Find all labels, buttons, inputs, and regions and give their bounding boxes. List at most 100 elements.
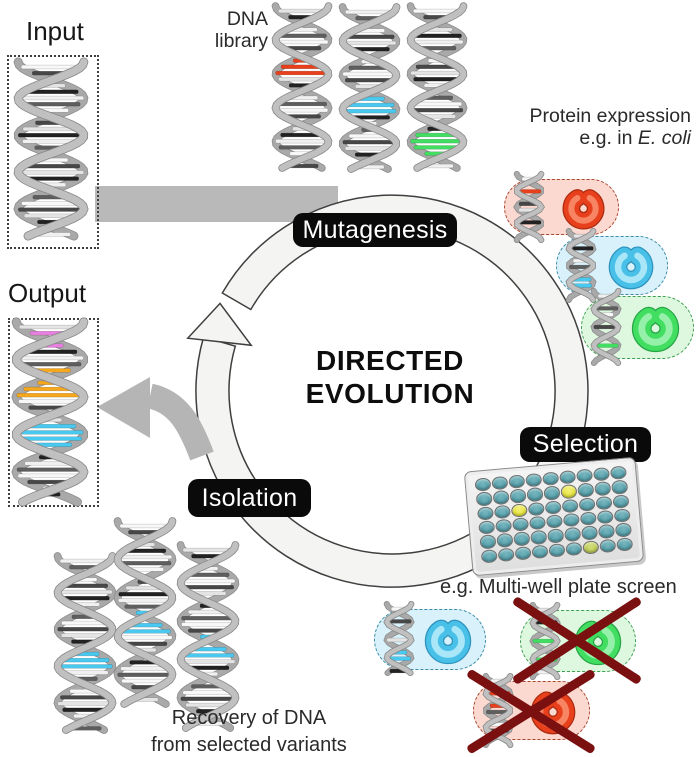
- plate-well: [610, 465, 627, 481]
- plate-well: [576, 468, 593, 484]
- protein-expression-line1: Protein expression: [529, 105, 691, 127]
- cycle-title: DIRECTED EVOLUTION: [252, 344, 528, 410]
- multiwell-plate-icon: [463, 456, 645, 577]
- plate-wells: [474, 465, 634, 564]
- output-arrow-tail: [146, 383, 214, 461]
- plate-well: [476, 505, 494, 521]
- plate-well: [513, 531, 531, 547]
- plate-well: [560, 484, 578, 499]
- dna-library-line2: library: [214, 30, 268, 52]
- plate-well: [611, 479, 629, 495]
- recovery-line2: from selected variants: [151, 734, 347, 756]
- species-name: E. coli: [637, 127, 691, 149]
- plate-well: [581, 525, 598, 541]
- input-label: Input: [26, 16, 84, 46]
- output-dna-helix: [11, 317, 89, 507]
- output-arrow-icon: [97, 377, 150, 438]
- library-helix-red: [271, 2, 333, 172]
- plate-well: [593, 467, 610, 482]
- output-box: [8, 318, 99, 507]
- input-dna-helix: [13, 57, 89, 241]
- plate-well: [547, 528, 565, 544]
- plate-well: [526, 487, 544, 502]
- protein-blob-icon: [630, 302, 681, 353]
- plate-well: [580, 511, 597, 526]
- recovery-caption: Recovery of DNA from selected variants: [120, 705, 378, 757]
- plate-well: [561, 498, 579, 514]
- plate-well: [563, 512, 580, 528]
- library-helix-green: [406, 2, 468, 172]
- plate-well: [564, 527, 582, 542]
- capsule-dna-helix: [513, 170, 545, 244]
- plate-well: [616, 536, 634, 552]
- cycle-step-mutagenesis: Mutagenesis: [293, 213, 457, 247]
- plate-well: [491, 475, 509, 491]
- plate-well: [543, 485, 561, 501]
- plate-well: [475, 491, 493, 507]
- output-label: Output: [8, 278, 87, 308]
- protein-blob-icon: [423, 615, 473, 665]
- cycle-title-line1: DIRECTED: [316, 345, 464, 376]
- plate-well: [525, 472, 543, 488]
- plate-well: [542, 471, 560, 487]
- plate-well: [531, 544, 549, 559]
- plate-well: [530, 530, 548, 545]
- plate-well: [595, 495, 613, 511]
- plate-well: [559, 470, 577, 485]
- plate-well: [548, 542, 566, 558]
- plate-well: [493, 504, 511, 520]
- cycle-title-line2: EVOLUTION: [305, 378, 475, 409]
- protein-expression-caption: Protein expression e.g. in E. coli: [494, 105, 691, 149]
- recovered-helix-1: [53, 552, 117, 734]
- plate-well: [510, 503, 528, 518]
- plate-well: [578, 497, 596, 512]
- plate-caption: e.g. Multi-well plate screen: [440, 576, 677, 598]
- cell-capsule-blue-selected: [374, 600, 486, 677]
- plate-well: [598, 524, 615, 539]
- recovery-line1: Recovery of DNA: [171, 707, 327, 729]
- plate-well: [474, 477, 492, 493]
- protein-blob-icon: [561, 185, 606, 230]
- plate-well: [527, 501, 545, 517]
- plate-well: [509, 488, 527, 504]
- library-helix-blue: [338, 3, 401, 173]
- plate-well: [594, 481, 612, 496]
- plate-well: [599, 538, 617, 554]
- input-box: [7, 55, 99, 249]
- cell-capsule-red-expressed: [504, 170, 619, 244]
- cell-capsule-green-expressed: [581, 287, 694, 367]
- recovered-helix-3: [176, 541, 240, 732]
- plate-well: [480, 548, 498, 564]
- cycle-ring: [195, 194, 589, 588]
- dna-library-caption: DNA library: [198, 8, 268, 52]
- plate-well: [492, 490, 510, 505]
- plate-well: [577, 482, 595, 498]
- plate-well: [615, 522, 632, 538]
- plate-well: [478, 520, 495, 535]
- plate-well: [565, 541, 583, 557]
- plate-well: [529, 515, 546, 531]
- plate-well: [544, 500, 562, 515]
- protein-expression-line2: e.g. in E. coli: [579, 127, 691, 149]
- cell-capsule-blue-expressed: [556, 227, 668, 304]
- plate-well: [582, 539, 600, 555]
- plate-well: [612, 494, 630, 509]
- plate-well: [514, 545, 532, 561]
- cycle-step-selection: Selection: [520, 427, 651, 462]
- plate-well: [479, 534, 497, 550]
- plate-well: [495, 518, 512, 534]
- plate-well: [614, 508, 631, 524]
- capsule-dna-helix: [590, 287, 622, 367]
- recovered-helix-2: [113, 517, 177, 708]
- plate-well: [497, 547, 515, 562]
- protein-blob-icon: [607, 242, 655, 290]
- plate-well: [597, 509, 614, 525]
- cycle-step-isolation: Isolation: [188, 479, 311, 517]
- plate-well: [496, 533, 514, 548]
- dna-library-line1: DNA: [226, 8, 268, 30]
- capsule-dna-helix: [565, 227, 597, 304]
- plate-well: [508, 474, 526, 490]
- cycle-arrowhead-icon: [186, 302, 253, 347]
